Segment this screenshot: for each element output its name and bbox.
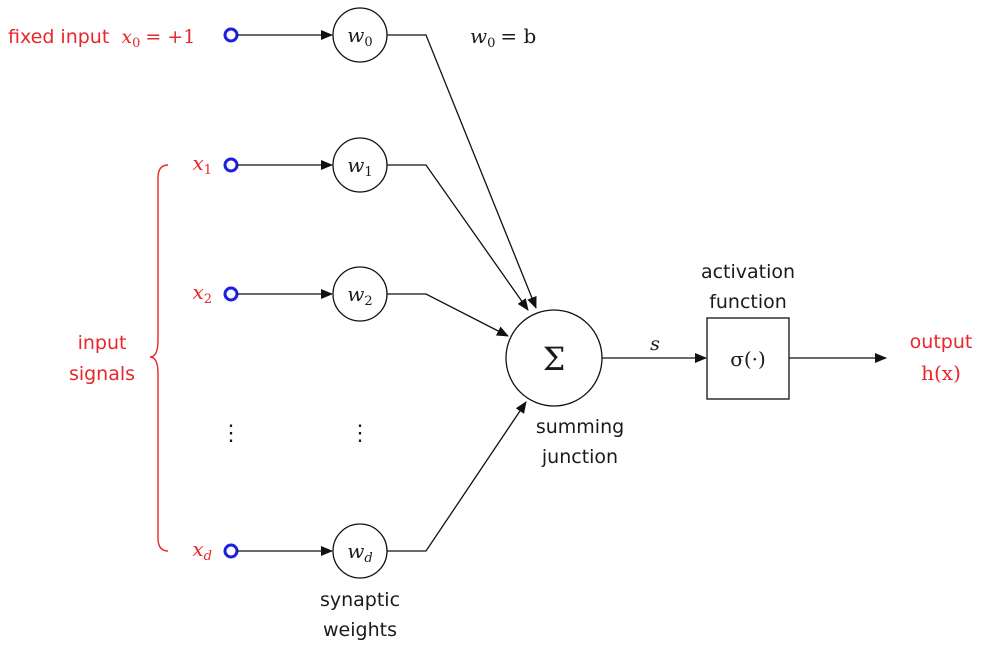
weight-vdots: ⋮ [349,421,371,446]
weight-label-wd: wd [347,539,372,566]
input-node-xd [223,543,239,559]
activation-function-box [706,317,790,400]
bias-equation: w0= b [470,24,536,51]
summing-junction-caption-line2: junction [541,446,618,468]
input-node-x0 [223,27,239,43]
output-value: h(x) [921,361,961,385]
input-signals-label-line2: signals [69,363,135,385]
connector-w0-to-sum [387,34,537,309]
summing-junction-caption-line1: summing [536,416,624,438]
input-vdots: ⋮ [220,421,242,446]
sum-output-label: s [650,333,660,355]
activation-caption-line2: function [709,291,787,313]
input-label-x1: x1 [192,151,212,178]
input-signals-brace [149,164,169,552]
weight-label-w2: w2 [347,282,372,309]
input-signals-label-line1: input [78,332,127,354]
synaptic-weights-caption-line1: synaptic [320,589,400,611]
output-label: output [910,331,973,353]
summation-symbol: Σ [543,340,566,378]
input-label-x2: x2 [192,280,212,307]
weight-label-w1: w1 [347,153,372,180]
connector-w2-to-sum [387,293,509,337]
input-node-x1 [223,157,239,173]
activation-caption-line1: activation [701,261,795,283]
input-node-x2 [223,286,239,302]
input-label-xd: xd [192,537,212,564]
synaptic-weights-caption-line2: weights [323,619,397,641]
activation-function-symbol: σ(·) [730,347,766,371]
connector-wd-to-sum [387,401,527,552]
weight-label-w0: w0 [347,23,372,50]
fixed-input-label: fixed input x0= +1 [8,26,195,51]
connector-w1-to-sum [387,164,529,311]
